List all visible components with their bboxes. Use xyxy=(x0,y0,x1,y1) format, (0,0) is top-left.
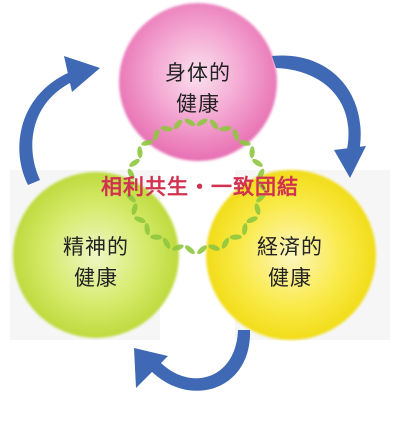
arrow-bottom-left-icon xyxy=(134,330,251,391)
wreath-leaf xyxy=(141,140,154,146)
physical-health-label-line2: 健康 xyxy=(176,92,220,116)
wreath-leaf xyxy=(238,140,251,146)
wreath-leaf xyxy=(150,234,163,240)
wreath-leaf xyxy=(172,244,184,251)
wreath-leaf xyxy=(257,168,265,180)
wreath-leaf xyxy=(196,118,208,127)
wreath-leaf xyxy=(153,129,160,141)
wreath-leaf xyxy=(160,125,173,132)
wreath-leaf xyxy=(162,237,171,249)
arrow-left-up-icon xyxy=(19,56,100,185)
wreath-leaf xyxy=(185,245,195,255)
circle-physical-health xyxy=(119,3,277,161)
wreath-leaf xyxy=(137,146,143,159)
physical-health-label-line1: 身体的 xyxy=(165,61,231,85)
arrow-right-down-icon xyxy=(272,55,366,178)
wreath-leaf xyxy=(126,193,136,203)
economic-health-label-line1: 経済的 xyxy=(257,235,323,259)
center-slogan: 相利共生・一致団結 xyxy=(101,175,299,199)
wreath-leaf xyxy=(144,223,150,236)
wreath-leaf xyxy=(197,245,207,255)
wreath-leaf xyxy=(252,158,263,167)
wreath-leaf xyxy=(173,119,183,130)
wreath-leaf xyxy=(184,118,196,127)
circle-mental-health xyxy=(13,172,179,338)
wreath-leaf xyxy=(127,168,135,180)
wreath-leaf xyxy=(208,244,220,251)
wreath-leaf xyxy=(254,203,261,215)
wreath-leaf xyxy=(242,223,248,236)
mental-health-label-line2: 健康 xyxy=(74,266,118,290)
wreath-leaf xyxy=(219,125,232,132)
wreath-leaf xyxy=(249,146,255,159)
economic-health-label-line2: 健康 xyxy=(268,266,312,290)
wreath-leaf xyxy=(229,234,242,240)
wreath-leaf xyxy=(221,237,230,249)
wreath-leaf xyxy=(131,203,138,215)
wreath-leaf xyxy=(256,193,266,203)
wreath-leaf xyxy=(125,180,135,192)
wreath-leaf xyxy=(129,158,140,167)
wreath-leaf xyxy=(246,216,258,224)
wreath-leaf xyxy=(257,180,267,192)
wreath-leaf xyxy=(209,119,219,130)
leaf-wreath xyxy=(125,118,267,255)
wreath-leaf xyxy=(232,129,239,141)
circle-economic-health xyxy=(206,170,376,340)
cycle-arrows xyxy=(19,55,366,391)
wreath-leaf xyxy=(134,216,146,224)
mental-health-label-line1: 精神的 xyxy=(63,235,129,259)
